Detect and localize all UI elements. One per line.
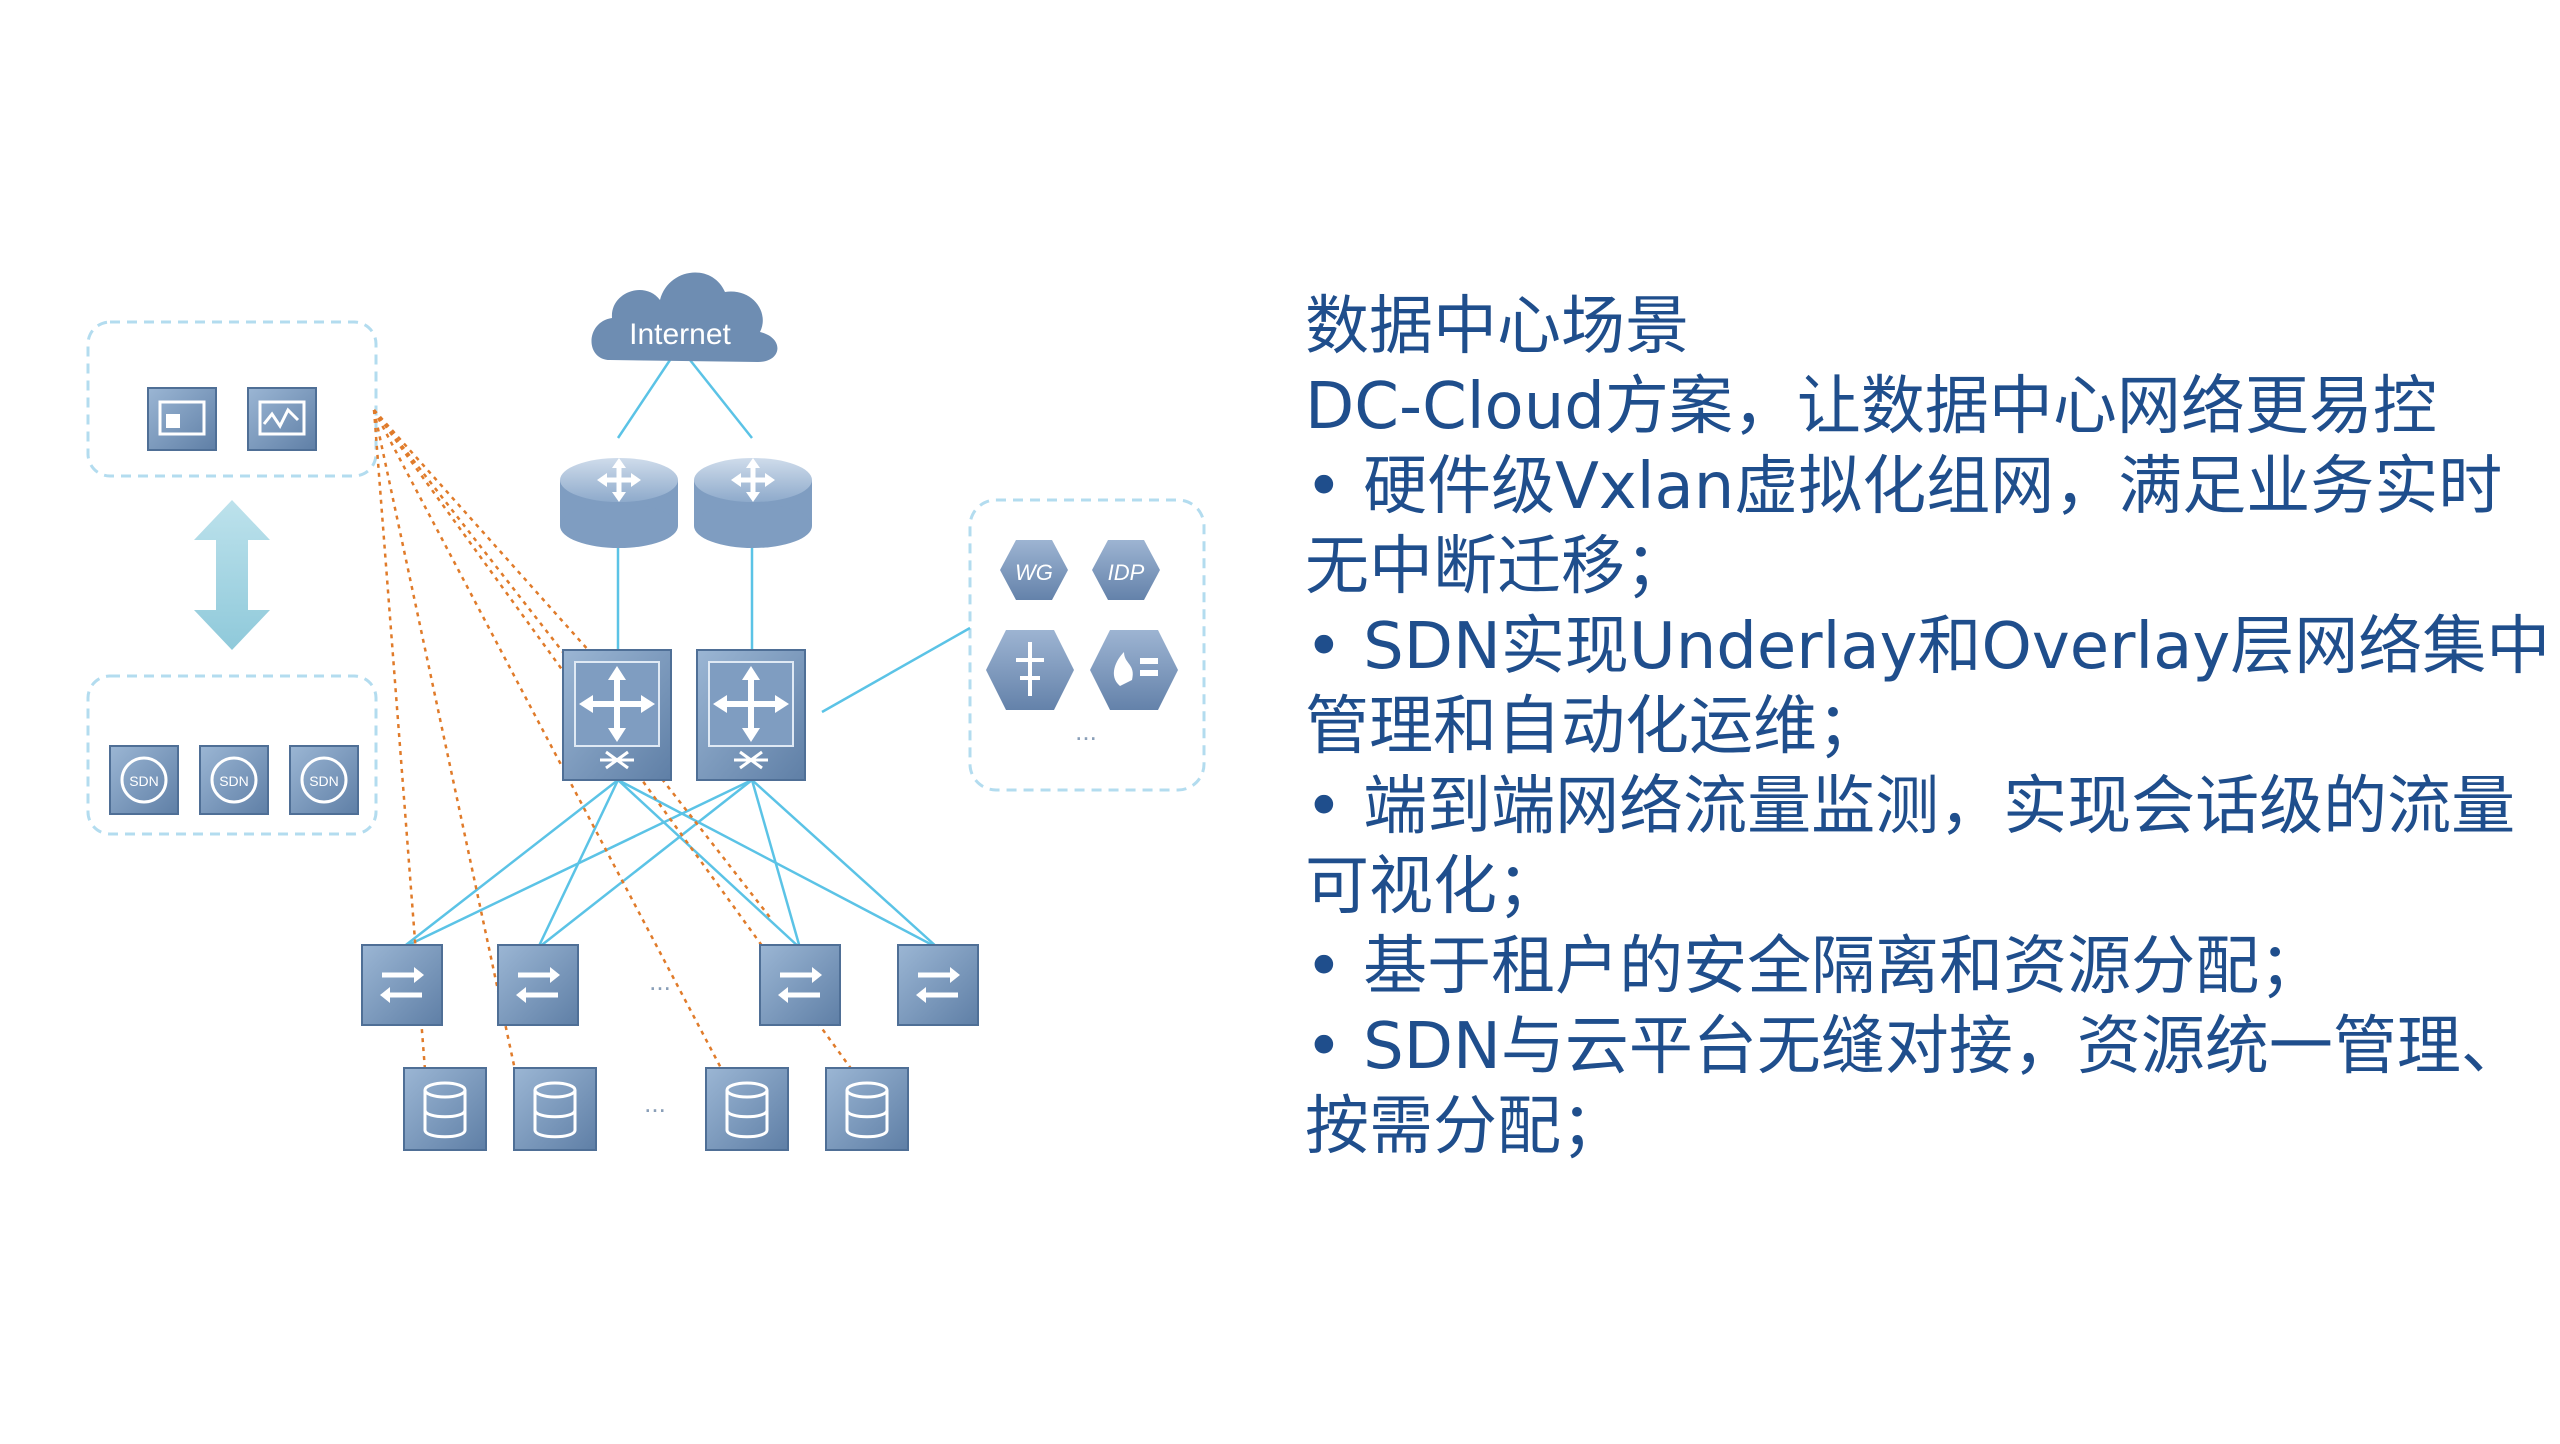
load-balancer-icon <box>986 630 1074 710</box>
wg-firewall-icon: WG <box>1000 540 1068 600</box>
database-server-icon <box>403 1067 487 1151</box>
management-group-top <box>86 320 378 478</box>
database-server-icon <box>825 1067 909 1151</box>
svg-text:SDN: SDN <box>219 773 249 789</box>
access-switch-icon <box>497 944 579 1026</box>
idp-icon: IDP <box>1092 540 1160 600</box>
bidirectional-arrow-icon <box>194 500 270 650</box>
fire-protection-icon <box>1090 630 1178 710</box>
network-diagram: Internet <box>0 0 1280 1440</box>
bullet-item: • SDN与云平台无缝对接，资源统一管理、按需分配； <box>1305 1010 2525 1164</box>
database-server-icon <box>513 1067 597 1151</box>
cloud-label: Internet <box>629 318 731 351</box>
sdn-controller-icon: SDN <box>199 745 269 815</box>
router-icon <box>694 458 812 548</box>
security-ellipsis: ... <box>1075 716 1097 746</box>
bullet-item: • 端到端网络流量监测，实现会话级的流量可视化； <box>1305 770 2516 924</box>
monitor-server-icon <box>147 387 217 451</box>
wg-label: WG <box>1015 560 1053 585</box>
internet-cloud-icon: Internet <box>591 272 778 362</box>
sdn-controller-group <box>86 674 378 836</box>
access-ellipsis: ... <box>649 966 671 996</box>
access-switch-icon <box>759 944 841 1026</box>
sdn-controller-icon: SDN <box>109 745 179 815</box>
analytics-server-icon <box>247 387 317 451</box>
access-switch-icon <box>361 944 443 1026</box>
storage-ellipsis: ... <box>644 1088 666 1118</box>
fabric-links <box>401 778 939 950</box>
section-title: 数据中心场景 <box>1305 290 1689 364</box>
security-group <box>968 498 1206 792</box>
idp-label: IDP <box>1108 560 1145 585</box>
solution-subtitle: DC-Cloud方案，让数据中心网络更易控 <box>1305 370 2437 444</box>
core-switch-icon <box>562 649 672 781</box>
database-server-icon <box>705 1067 789 1151</box>
sdn-controller-icon: SDN <box>289 745 359 815</box>
router-icon <box>560 458 678 548</box>
svg-text:SDN: SDN <box>129 773 159 789</box>
access-switch-icon <box>897 944 979 1026</box>
wan-links <box>616 359 971 714</box>
bullet-item: • 基于租户的安全隔离和资源分配； <box>1305 930 2324 1004</box>
core-switch-icon <box>696 649 806 781</box>
svg-text:SDN: SDN <box>309 773 339 789</box>
bullet-item: • SDN实现Underlay和Overlay层网络集中管理和自动化运维； <box>1305 610 2551 764</box>
description-panel: 数据中心场景 DC-Cloud方案，让数据中心网络更易控 • 硬件级Vxlan虚… <box>1305 287 2555 1167</box>
bullet-item: • 硬件级Vxlan虚拟化组网，满足业务实时无中断迁移； <box>1305 450 2503 604</box>
